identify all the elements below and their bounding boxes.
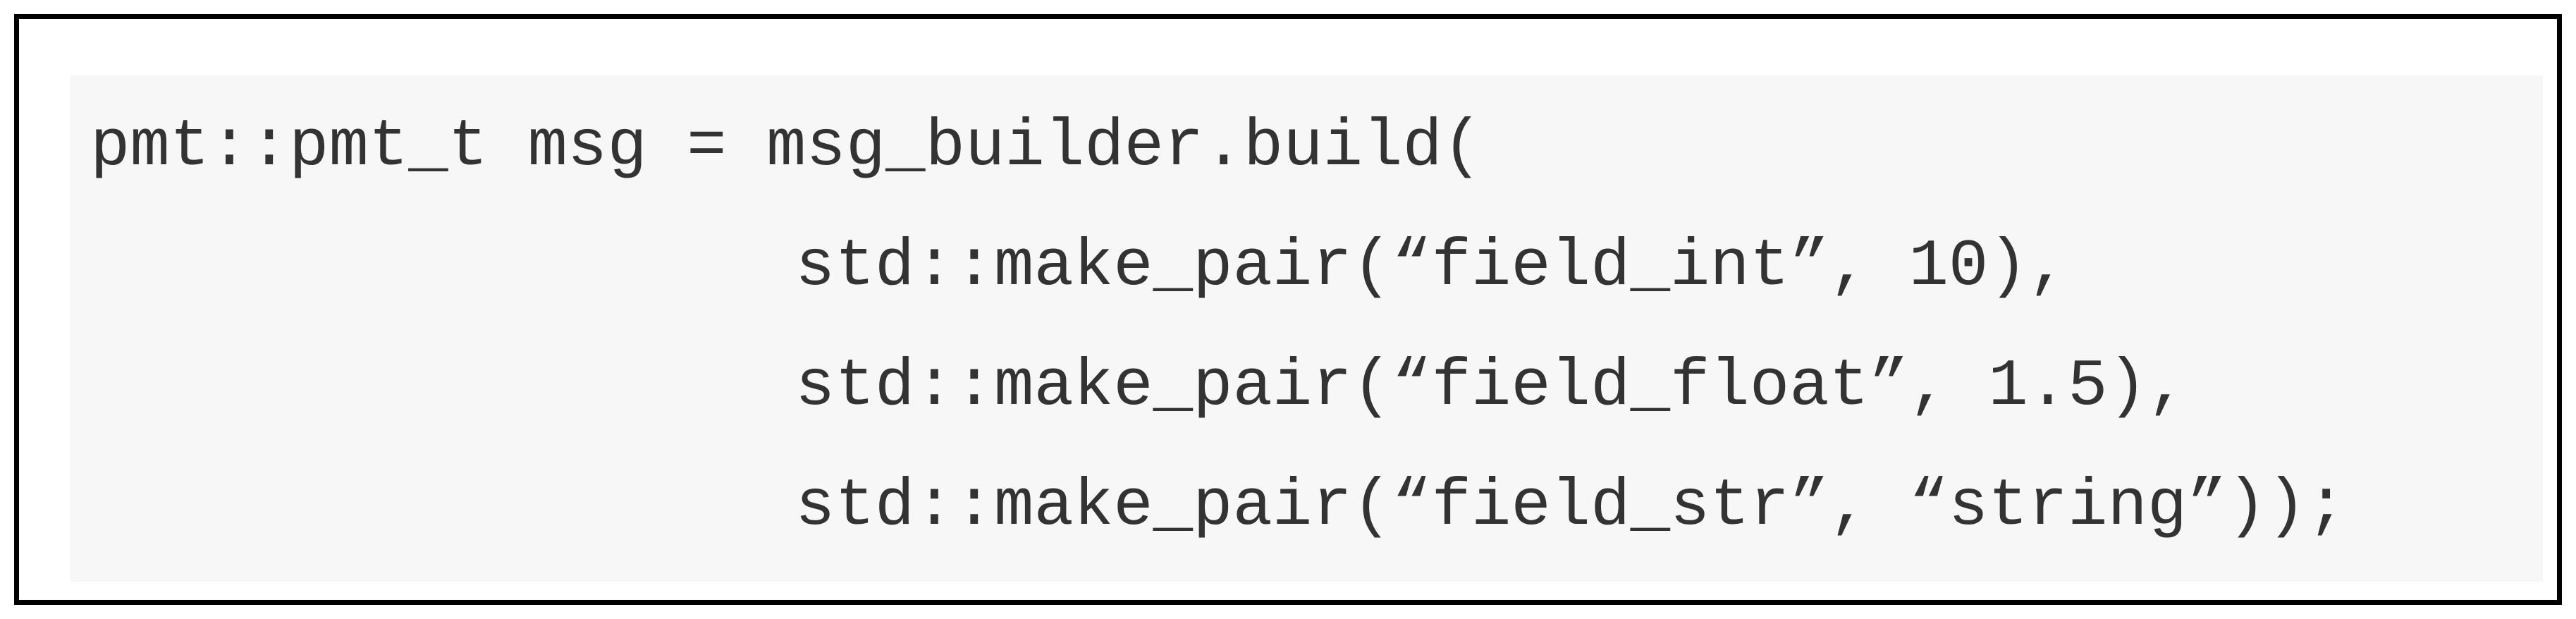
code-line-3: std::make_pair(“field_float”, 1.5), (795, 350, 2188, 424)
code-line-1: pmt::pmt_t msg = msg_builder.build( (90, 110, 1483, 185)
code-line-4: std::make_pair(“field_str”, “string”)); (795, 470, 2346, 544)
code-block: pmt::pmt_t msg = msg_builder.build( std:… (70, 75, 2543, 582)
code-figure-frame: pmt::pmt_t msg = msg_builder.build( std:… (14, 14, 2562, 605)
code-line-2: std::make_pair(“field_int”, 10), (795, 230, 2068, 305)
